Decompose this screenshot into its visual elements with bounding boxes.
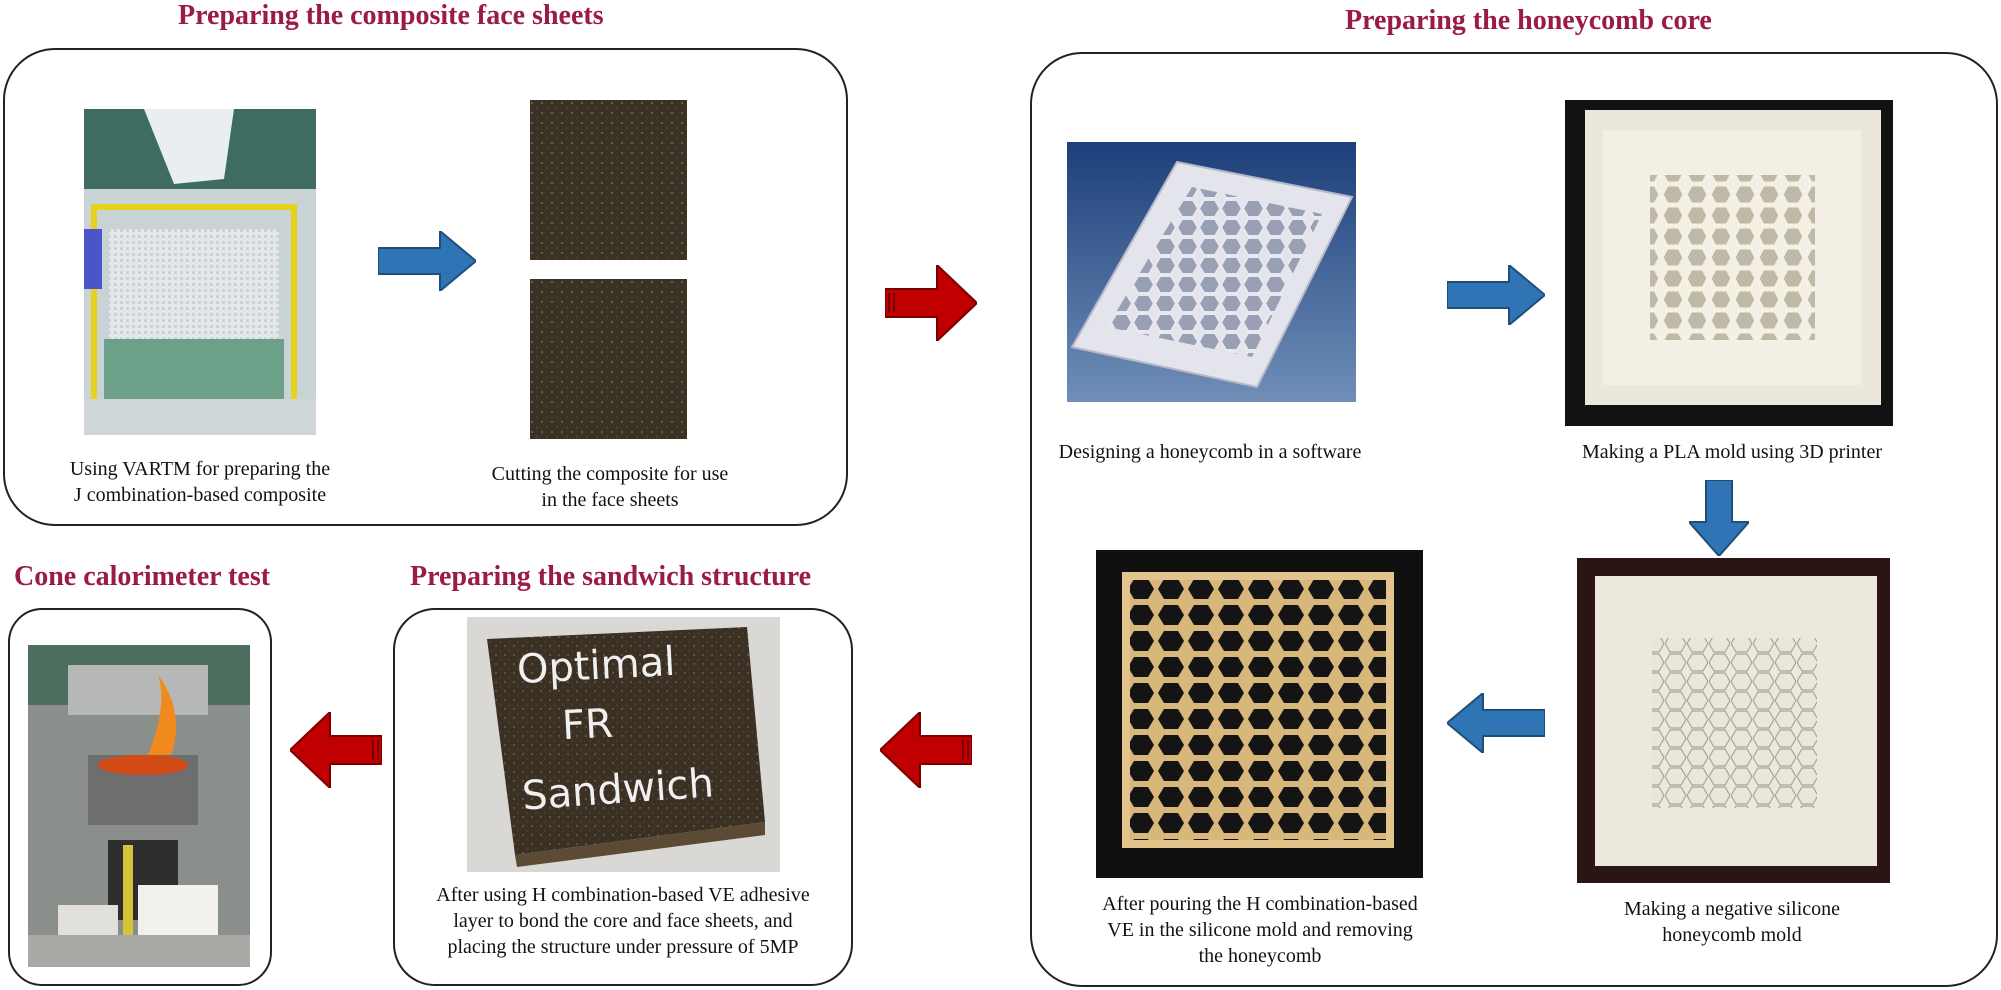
caption-silicone: Making a negative silicone honeycomb mol… [1623,898,1841,946]
honeycomb-casting-photo [1096,550,1423,878]
arrow-pla-to-silicone [1689,480,1749,556]
sandwich-sample-photo: Optimal FR Sandwich [467,617,780,872]
caption-cutting: Cutting the composite for use in the fac… [491,463,729,511]
caption-adhesive: After using H combination-based VE adhes… [436,884,810,958]
arrow-sandwich-to-cone [290,712,382,788]
caption-design: Designing a honeycomb in a software [1058,441,1362,463]
caption-vartm: Using VARTM for preparing the J combinat… [69,458,331,506]
title-face-sheets: Preparing the composite face sheets [178,0,604,31]
arrow-face-to-honeycomb [885,265,977,341]
honeycomb-cad-render [1067,142,1356,402]
arrow-honeycomb-to-sandwich [880,712,972,788]
composite-sheet-bottom [530,279,687,439]
title-sandwich-structure: Preparing the sandwich structure [410,561,812,592]
vartm-photo [84,109,316,435]
cone-calorimeter-photo [28,645,250,967]
caption-pla: Making a PLA mold using 3D printer [1582,441,1882,463]
arrow-design-to-pla [1447,265,1545,325]
title-honeycomb-core: Preparing the honeycomb core [1345,5,1712,36]
sample-label-line-1: Optimal [515,638,677,694]
sample-label-line-2: FR [560,700,614,750]
title-cone-calorimeter: Cone calorimeter test [14,561,271,592]
composite-sheet-top [530,100,687,260]
arrow-vartm-to-cutting [378,231,476,291]
arrow-silicone-to-pouring [1447,693,1545,753]
pla-mold-photo [1565,100,1893,426]
silicone-mold-photo [1577,558,1890,883]
caption-pouring: After pouring the H combination-based VE… [1102,893,1418,967]
